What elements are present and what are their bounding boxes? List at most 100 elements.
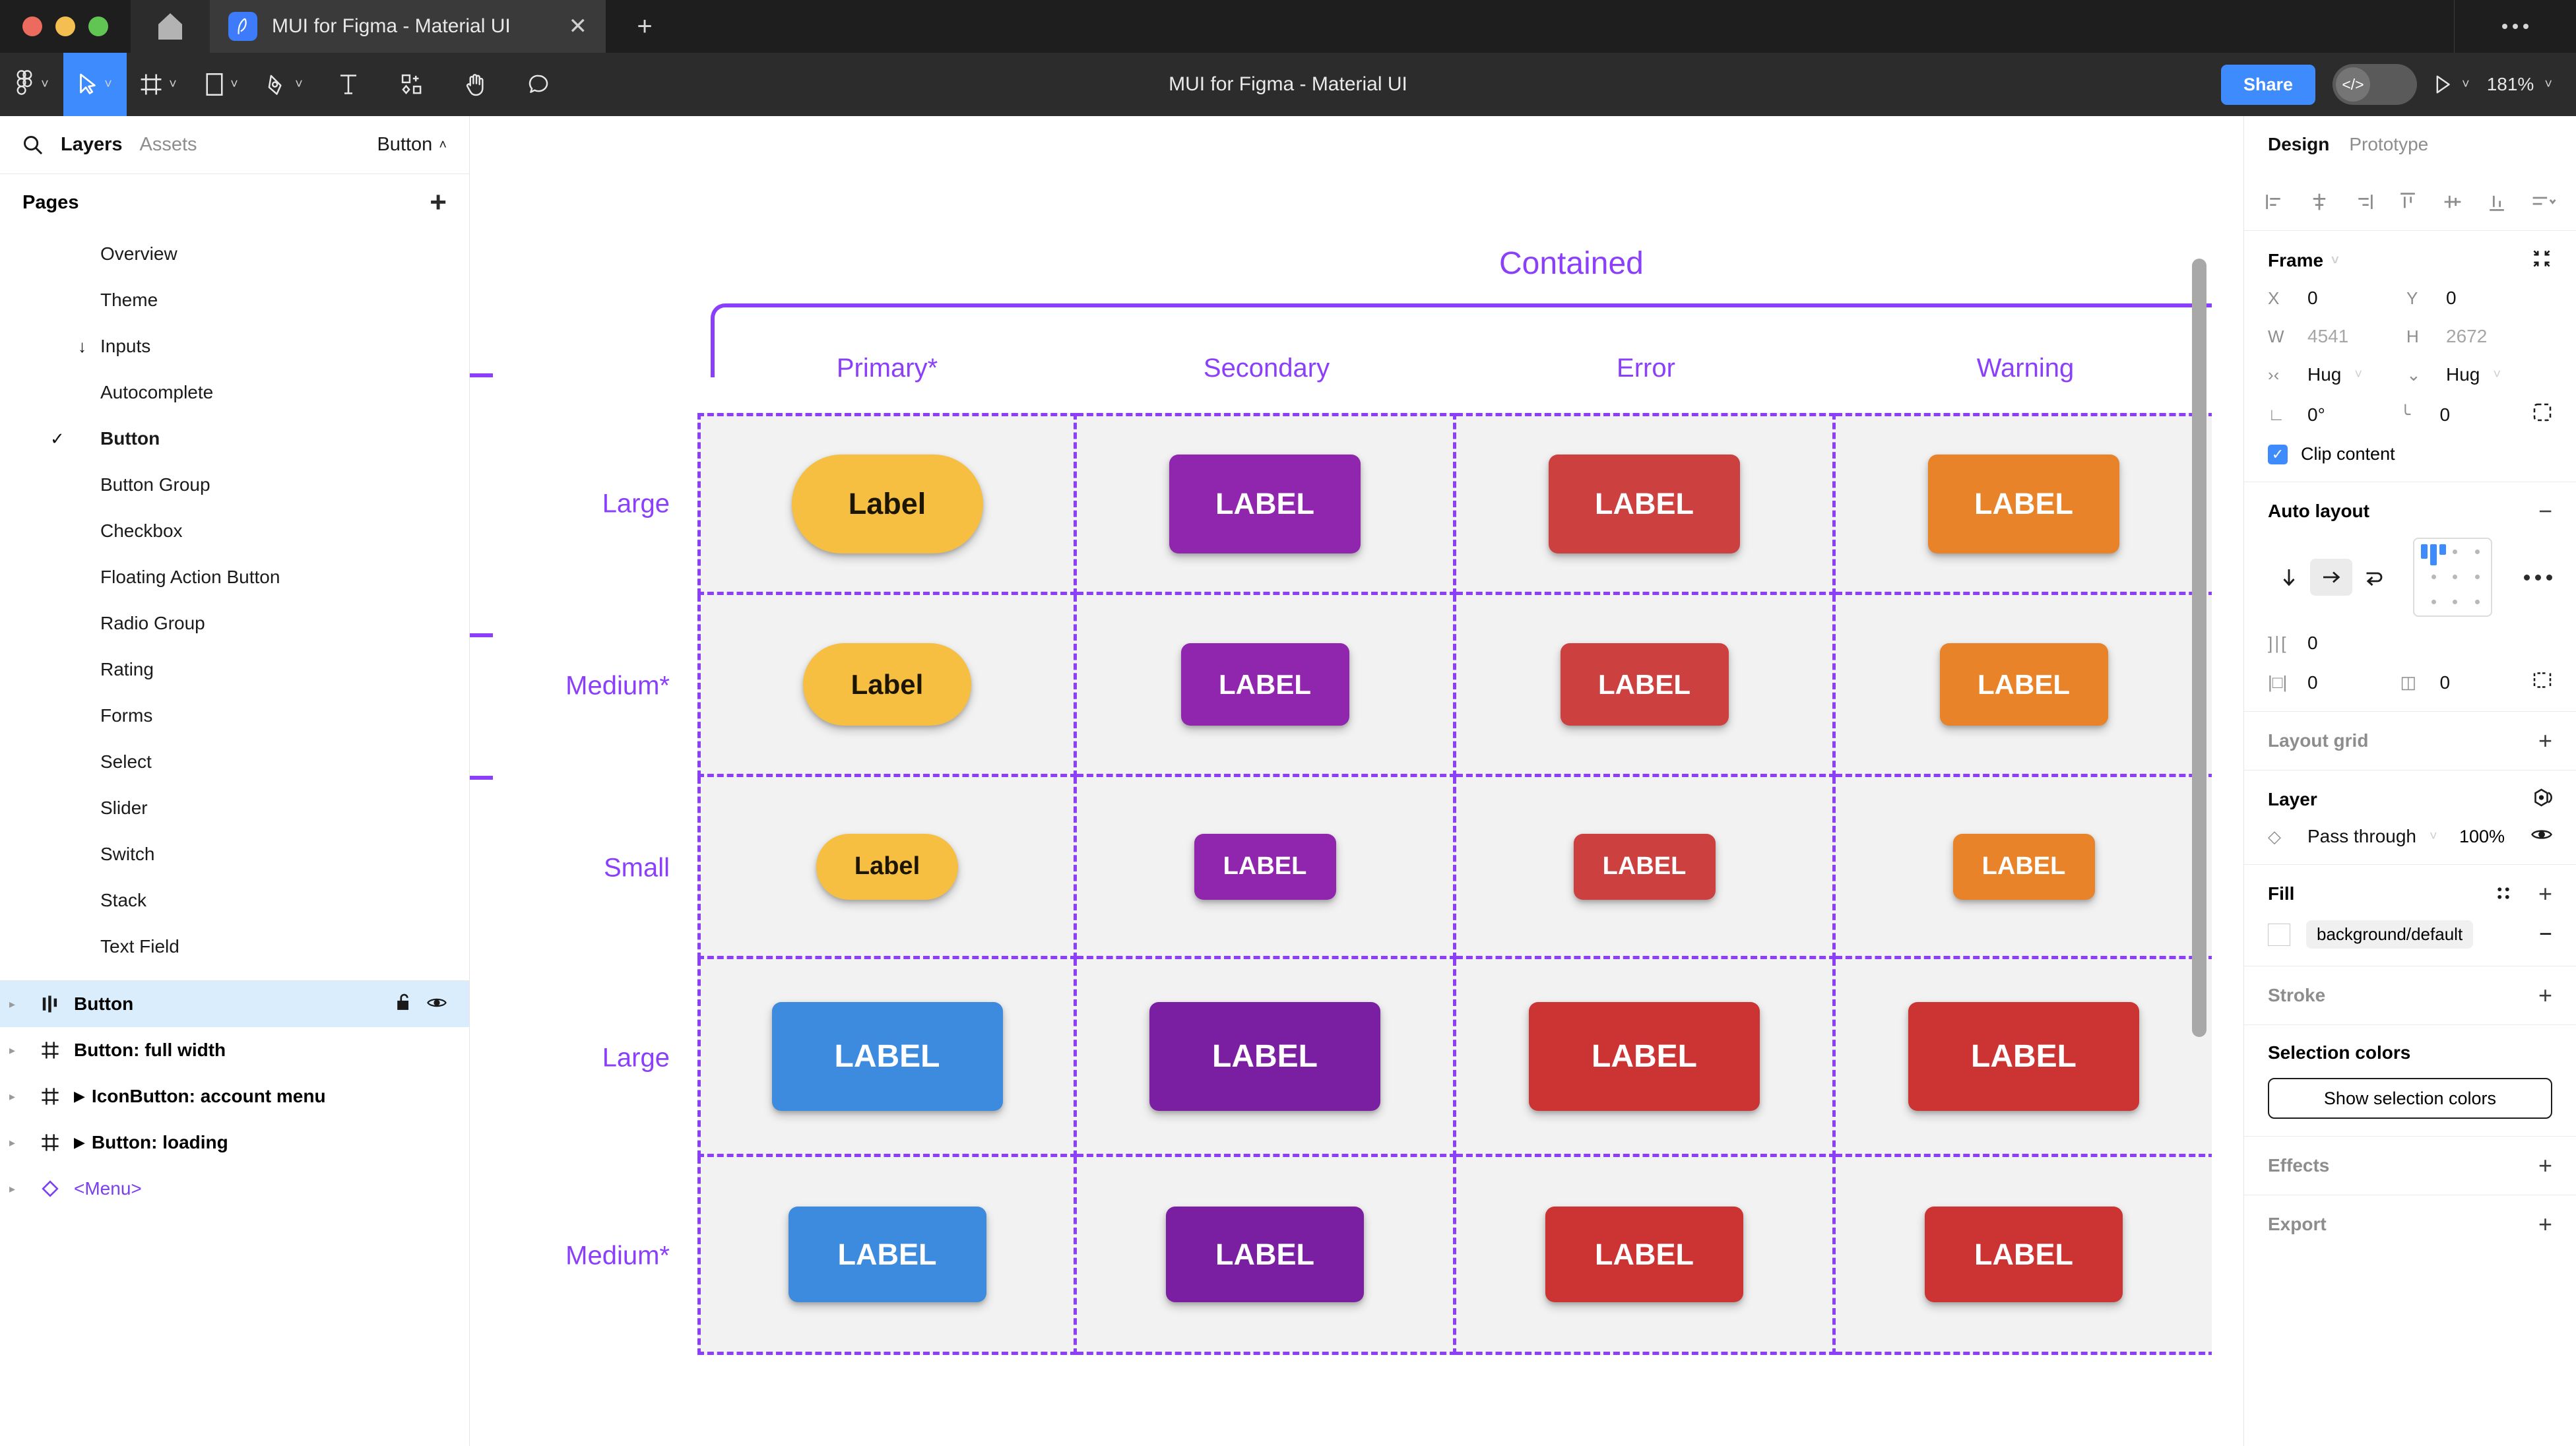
eye-icon[interactable] (2531, 827, 2552, 847)
shape-tool-button[interactable]: ˅ (190, 53, 253, 116)
layer-row[interactable]: ▸▶Button: loading (0, 1119, 469, 1166)
layer-expand-caret[interactable]: ▸ (9, 1135, 16, 1149)
fill-color-swatch[interactable] (2268, 923, 2290, 946)
variant-button[interactable]: LABEL (788, 1207, 986, 1302)
variant-button[interactable]: Label (816, 833, 958, 900)
page-item-rating[interactable]: Rating (0, 646, 469, 693)
align-top-icon[interactable] (2397, 191, 2419, 213)
plus-icon[interactable]: + (2538, 982, 2552, 1009)
page-item-slider[interactable]: Slider (0, 785, 469, 831)
layer-settings-icon[interactable] (2532, 788, 2552, 811)
individual-padding-icon[interactable] (2532, 671, 2552, 694)
page-item-floating-action-button[interactable]: Floating Action Button (0, 554, 469, 600)
height-field[interactable]: H 2672 (2406, 326, 2545, 347)
opacity-value[interactable]: 100% (2459, 826, 2505, 846)
variant-button[interactable]: LABEL (1169, 455, 1361, 553)
blend-mode-field[interactable]: ◇ Pass through ˅ (2268, 826, 2459, 847)
add-page-button[interactable]: + (430, 186, 447, 218)
page-item-switch[interactable]: Switch (0, 831, 469, 877)
alignment-grid-icon[interactable] (2413, 538, 2492, 617)
page-item-checkbox[interactable]: Checkbox (0, 508, 469, 554)
corner-radius-field[interactable]: ╰ 0 (2400, 404, 2533, 425)
move-tool-button[interactable]: ˅ (63, 53, 127, 116)
layer-expand-caret[interactable]: ▸ (9, 997, 16, 1011)
eye-icon[interactable] (427, 993, 447, 1015)
page-item-button-group[interactable]: Button Group (0, 462, 469, 508)
variant-button[interactable]: LABEL (1194, 833, 1336, 900)
resources-tool-button[interactable] (380, 53, 443, 116)
variant-button[interactable]: LABEL (1573, 833, 1716, 900)
plus-icon[interactable]: + (2538, 880, 2552, 907)
layer-row[interactable]: ▸<Menu> (0, 1166, 469, 1212)
variant-button[interactable]: LABEL (1149, 1002, 1380, 1111)
page-item-autocomplete[interactable]: Autocomplete (0, 369, 469, 416)
comment-tool-button[interactable] (507, 53, 570, 116)
variant-button[interactable]: LABEL (1952, 833, 2095, 900)
frame-tool-button[interactable]: ˅ (127, 53, 190, 116)
align-right-icon[interactable] (2352, 191, 2375, 213)
distribute-icon[interactable] (2530, 191, 2556, 213)
show-selection-colors-button[interactable]: Show selection colors (2268, 1078, 2552, 1119)
vertical-padding-field[interactable]: ◫ 0 (2400, 672, 2533, 693)
gap-field[interactable]: ]∣[ 0 (2268, 633, 2406, 654)
browser-tab[interactable]: MUI for Figma - Material UI ✕ (210, 0, 606, 53)
plus-icon[interactable]: + (2538, 727, 2552, 754)
present-button[interactable]: ˅ (2434, 75, 2470, 94)
zoom-selector[interactable]: 181% ˅ (2487, 74, 2552, 95)
page-item-button[interactable]: ✓Button (0, 416, 469, 462)
more-options-icon[interactable] (2524, 574, 2552, 581)
variant-button[interactable]: LABEL (771, 1002, 1003, 1111)
layer-row[interactable]: ▸Button (0, 981, 469, 1027)
page-item-forms[interactable]: Forms (0, 693, 469, 739)
maximize-window-button[interactable] (88, 16, 108, 36)
tab-design[interactable]: Design (2268, 134, 2330, 154)
variant-button[interactable]: LABEL (1925, 1207, 2123, 1302)
search-icon[interactable] (22, 135, 44, 156)
minus-icon[interactable]: − (2539, 922, 2552, 947)
page-item-theme[interactable]: Theme (0, 277, 469, 323)
page-selector-button[interactable]: Button ˄ (377, 134, 447, 156)
layer-expand-caret[interactable]: ▸ (9, 1181, 16, 1195)
variant-button[interactable]: LABEL (1166, 1207, 1364, 1302)
fit-content-icon[interactable] (2531, 248, 2552, 273)
page-item-text-field[interactable]: Text Field (0, 924, 469, 970)
align-left-icon[interactable] (2264, 191, 2286, 213)
vertical-direction-icon[interactable] (2268, 559, 2310, 596)
width-field[interactable]: W 4541 (2268, 326, 2406, 347)
canvas-vertical-scrollbar[interactable] (2192, 259, 2206, 1037)
wrap-direction-icon[interactable] (2352, 559, 2395, 596)
layer-expand-caret[interactable]: ▸ (9, 1043, 16, 1057)
layer-row[interactable]: ▸▶IconButton: account menu (0, 1073, 469, 1119)
variant-button[interactable]: LABEL (1545, 1207, 1743, 1302)
unlock-icon[interactable] (395, 993, 412, 1016)
share-button[interactable]: Share (2220, 64, 2315, 105)
variant-button[interactable]: LABEL (1928, 455, 2119, 553)
horizontal-resizing-field[interactable]: ›‹ Hug ˅ (2268, 364, 2406, 385)
plus-icon[interactable]: + (2538, 1210, 2552, 1238)
align-vertical-center-icon[interactable] (2441, 191, 2464, 213)
page-item-stack[interactable]: Stack (0, 877, 469, 924)
x-field[interactable]: X 0 (2268, 288, 2406, 309)
text-tool-button[interactable] (317, 53, 380, 116)
page-item-inputs[interactable]: ↓Inputs (0, 323, 469, 369)
page-item-radio-group[interactable]: Radio Group (0, 600, 469, 646)
dev-mode-toggle[interactable]: </> (2333, 64, 2417, 105)
variant-button[interactable]: LABEL (1939, 643, 2108, 726)
tab-assets[interactable]: Assets (139, 134, 197, 155)
align-horizontal-center-icon[interactable] (2308, 191, 2331, 213)
minus-icon[interactable]: − (2538, 497, 2552, 524)
variant-button[interactable]: Label (791, 455, 983, 553)
page-item-select[interactable]: Select (0, 739, 469, 785)
tab-layers[interactable]: Layers (61, 134, 123, 155)
minimize-window-button[interactable] (55, 16, 75, 36)
variant-button[interactable]: LABEL (1180, 643, 1349, 726)
variant-button[interactable]: Label (803, 643, 971, 726)
browser-menu-button[interactable] (2454, 0, 2576, 53)
chevron-down-icon[interactable]: ˅ (2331, 253, 2339, 268)
fill-style-name[interactable]: background/default (2306, 920, 2474, 949)
hand-tool-button[interactable] (443, 53, 507, 116)
pen-tool-button[interactable]: ˅ (253, 53, 317, 116)
home-button[interactable] (131, 0, 210, 53)
page-item-overview[interactable]: Overview (0, 231, 469, 277)
